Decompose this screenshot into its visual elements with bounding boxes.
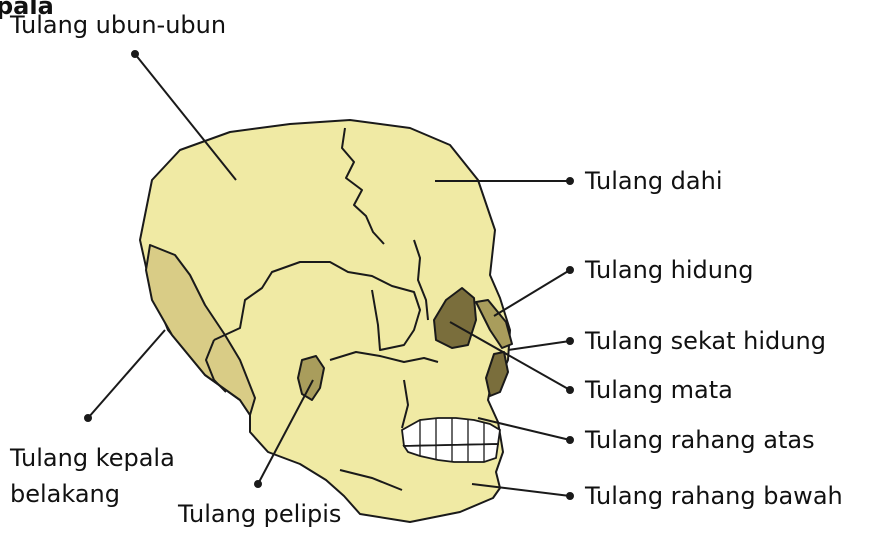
teeth [402,418,500,462]
label-occipital-line1: Tulang kepala [9,444,175,472]
label-mandible: Tulang rahang bawah [584,482,843,510]
label-parietal: Tulang ubun-ubun [9,11,226,39]
label-septum: Tulang sekat hidung [584,327,826,355]
label-maxilla: Tulang rahang atas [584,426,815,454]
label-nasal: Tulang hidung [584,256,753,284]
label-temporal: Tulang pelipis [177,500,341,528]
label-frontal: Tulang dahi [584,167,723,195]
label-occipital-line2: belakang [10,480,120,508]
label-orbit: Tulang mata [584,376,733,404]
upper-teeth [402,418,500,446]
